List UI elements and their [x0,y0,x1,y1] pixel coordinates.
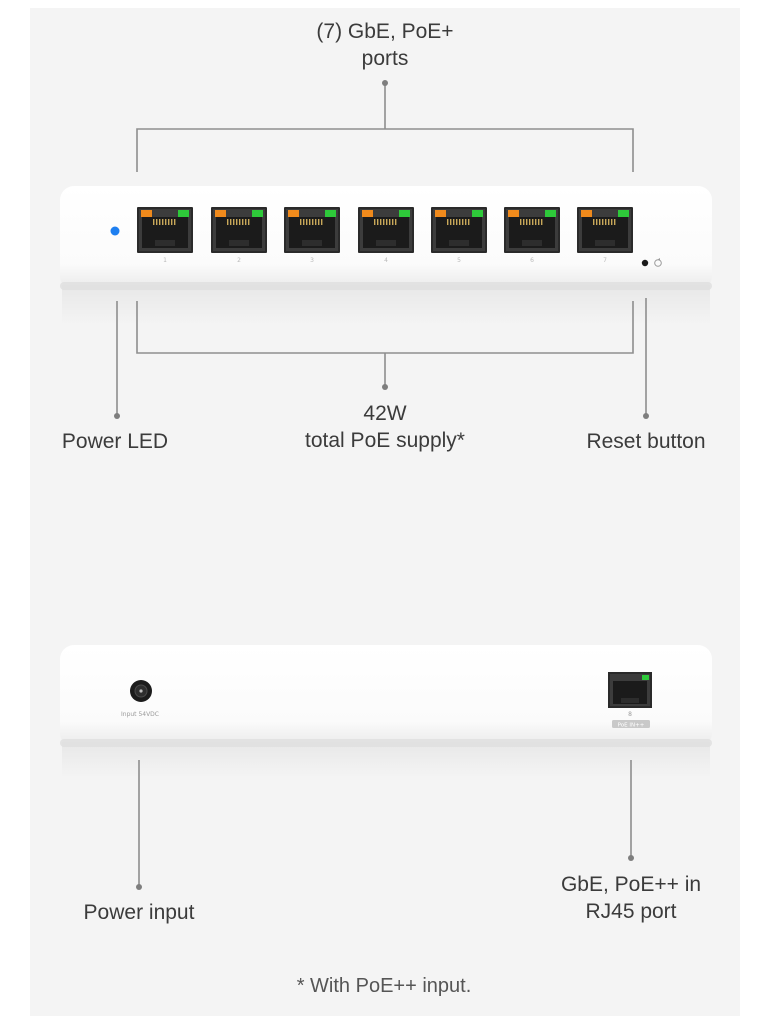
port-number-2: 2 [237,257,241,264]
background-panel [30,8,740,1016]
front-ports [137,207,633,253]
footnote: * With PoE++ input. [296,975,472,997]
poe-supply-callout-line1: 42W [363,402,407,425]
poe-supply-callout: 42W total PoE supply* [285,400,485,454]
ethernet-port-7-icon [577,207,633,253]
switch-back-view: Input 54VDC 8 PoE IN++ [60,645,712,778]
rj45-port-callout-line1: GbE, PoE++ in [560,873,702,896]
ethernet-port-2-icon [211,207,267,253]
poe-supply-callout-line2: total PoE supply* [305,429,465,452]
reset-button-icon [641,258,662,267]
port-number-6: 6 [530,257,534,264]
power-jack-label: Input 54VDC [121,711,159,718]
uplink-port-label: PoE IN++ [618,723,645,729]
power-led-callout: Power LED [61,430,169,453]
power-led-icon [110,226,120,236]
ethernet-port-4-icon [358,207,414,253]
ports-callout: (7) GbE, PoE+ ports [285,18,485,72]
back-callout-dots [136,855,634,890]
uplink-port-label-badge [612,720,650,728]
front-callout-lines [116,83,647,415]
port-number-7: 7 [603,257,607,264]
ports-callout-line1: (7) GbE, PoE+ [316,20,454,43]
port-number-4: 4 [384,257,388,264]
power-input-callout: Power input [83,901,195,924]
uplink-port-number: 8 [628,711,632,718]
back-callout-lines [138,760,632,886]
ethernet-port-1-icon [137,207,193,253]
ports-callout-line2: ports [361,47,409,70]
reset-button-callout: Reset button [586,430,706,453]
port-number-1: 1 [163,257,167,264]
ethernet-port-3-icon [284,207,340,253]
port-number-3: 3 [310,257,314,264]
power-jack-icon [130,680,152,702]
ethernet-port-5-icon [431,207,487,253]
ethernet-port-6-icon [504,207,560,253]
back-device-body [60,645,712,747]
front-callout-dots [114,80,649,419]
back-reflection [62,742,710,778]
uplink-port-icon [608,672,652,708]
port-number-labels: 1 2 3 4 5 6 7 [163,257,607,264]
rj45-port-callout-line2: RJ45 port [585,900,677,923]
port-number-5: 5 [457,257,461,264]
switch-front-view: 1 2 3 4 5 6 7 [60,186,712,325]
rj45-port-callout: GbE, PoE++ in RJ45 port [541,871,721,925]
front-reflection [62,285,710,325]
